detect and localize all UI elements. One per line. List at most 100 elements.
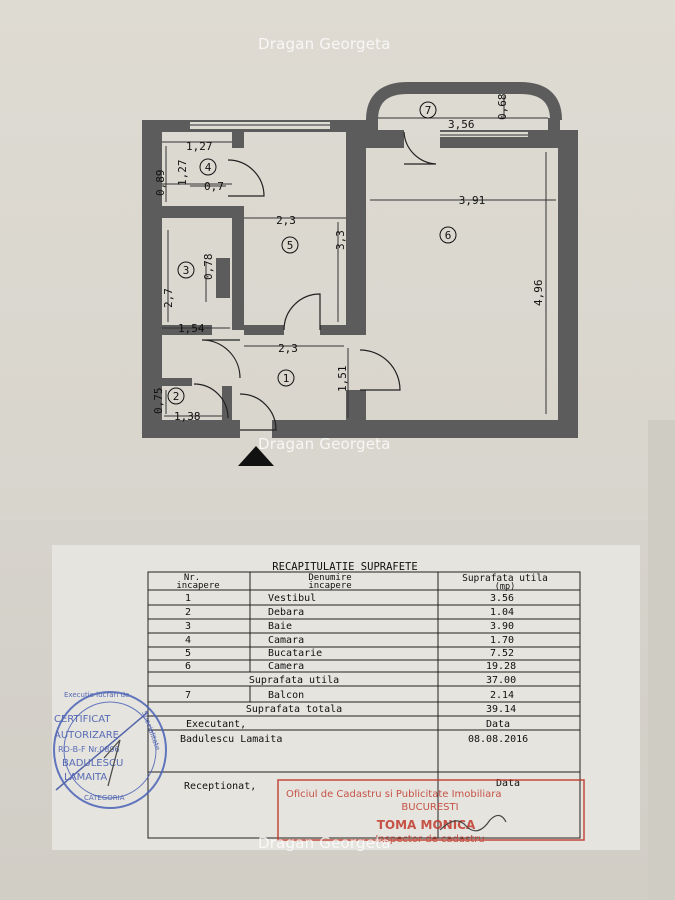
stamp-right: Oficiul de Cadastru si Publicitate Imobi…: [277, 779, 585, 845]
row-nr: 2: [185, 607, 191, 618]
stamp-left-line4: BADULESCU: [62, 758, 123, 769]
room-5-number: 5: [287, 239, 294, 252]
stamp-right-line2: BUCURESTI: [401, 802, 458, 813]
stamp-left-line6: CATEGORIA: [84, 794, 125, 802]
room-6: 6: [439, 226, 457, 244]
room-7-number: 7: [425, 104, 432, 117]
util-label: Suprafata utila: [249, 675, 339, 686]
dim-0-68: 0,68: [496, 94, 509, 121]
dim-1-27-vertical: 1,27: [176, 160, 189, 187]
watermark-top: Dragan Georgeta: [258, 35, 391, 53]
dim-2-3-hall: 2,3: [278, 342, 298, 355]
room-3-number: 3: [183, 264, 190, 277]
dim-0-7: 0,7: [204, 180, 224, 193]
room-1-number: 1: [283, 372, 290, 385]
data-label: Data: [486, 719, 510, 730]
watermark-middle: Dragan Georgeta: [258, 435, 391, 453]
row-area: 7.52: [490, 648, 514, 659]
row-name: Camera: [268, 661, 304, 672]
balcony-wall: [366, 82, 562, 121]
row-name: Bucatarie: [268, 648, 322, 659]
balcon-area: 2.14: [490, 690, 514, 701]
room-3: 3: [177, 261, 195, 279]
table-paper: [52, 545, 640, 850]
row-nr: 5: [185, 648, 191, 659]
room-5: 5: [281, 236, 299, 254]
stamp-left-arc-top: Executie lucrari de: [64, 691, 129, 699]
dim-2-7: 2,7: [162, 288, 175, 308]
stamp-right-line1: Oficiul de Cadastru si Publicitate Imobi…: [286, 789, 501, 800]
row-area: 3.90: [490, 621, 514, 632]
row-area: 1.04: [490, 607, 514, 618]
row-nr: 6: [185, 661, 191, 672]
stamp-left-line5: LAMAITA: [64, 772, 107, 783]
area-table: RECAPITULATIE SUPRAFETE Nr. incapere Den…: [147, 561, 581, 839]
row-nr: 3: [185, 621, 191, 632]
dim-1-51: 1,51: [336, 366, 349, 393]
room-4: 4: [199, 158, 217, 176]
total-label: Suprafata totala: [246, 704, 342, 715]
table-title: RECAPITULATIE SUPRAFETE: [272, 561, 417, 573]
stamp-left-line3: RO-B-F Nr.0896: [58, 745, 120, 754]
dim-0-75: 0,75: [152, 388, 165, 415]
row-area: 3.56: [490, 593, 514, 604]
window-lines: [190, 124, 528, 136]
row-name: Baie: [268, 621, 292, 632]
table-row: 6 Camera 19.28: [185, 661, 516, 672]
table-row: 2 Debara 1.04: [185, 607, 514, 618]
header-nr-sub: incapere: [176, 581, 219, 591]
stamp-left-line2: AUTORIZARE: [54, 730, 119, 741]
executant-label: Executant,: [186, 719, 246, 730]
watermark-bottom: Dragan Georgeta: [258, 834, 391, 852]
util-value: 37.00: [486, 675, 516, 686]
room-7: 7: [419, 101, 437, 119]
dim-1-27-top: 1,27: [186, 140, 213, 153]
dim-1-38: 1,38: [174, 410, 201, 423]
dimension-lines: [162, 96, 556, 418]
doors: [193, 131, 437, 431]
executant-date: 08.08.2016: [468, 734, 528, 745]
dim-2-3-kitchen: 2,3: [276, 214, 296, 227]
table-row: 5 Bucatarie 7.52: [185, 648, 514, 659]
row-nr: 4: [185, 635, 191, 646]
data-label-2: Data: [496, 778, 520, 789]
table-grid: [147, 571, 581, 839]
table-row: 4 Camara 1.70: [185, 635, 514, 646]
executant-name: Badulescu Lamaita: [180, 734, 282, 745]
header-area: Suprafata utila: [462, 573, 548, 584]
header-name-sub: incapere: [308, 581, 351, 591]
stamp-right-line3: TOMA MONICA: [377, 818, 476, 832]
floor-plan: 1 2 3 4 5 6 7: [142, 82, 578, 466]
room-4-number: 4: [205, 161, 212, 174]
table-row: 3 Baie 3.90: [185, 621, 514, 632]
total-value: 39.14: [486, 704, 516, 715]
table-rows: 1 Vestibul 3.56 2 Debara 1.04 3 Baie 3.9…: [185, 593, 516, 672]
dimension-labels: 1,27 1,27 0,89 0,7 2,3 3,3 0,78 2,7 1,54…: [152, 94, 545, 424]
dim-3-3: 3,3: [334, 230, 347, 250]
dim-0-78: 0,78: [202, 254, 215, 281]
dim-3-91: 3,91: [459, 194, 486, 207]
dim-0-89: 0,89: [154, 170, 167, 197]
stamp-left: Executie lucrari de Specialitate CERTIFI…: [53, 691, 167, 809]
header-nr: Nr.: [184, 573, 200, 583]
background-edge: [648, 420, 675, 900]
room-1: 1: [277, 369, 295, 387]
room-2-number: 2: [173, 390, 180, 403]
table-row: 1 Vestibul 3.56: [185, 593, 514, 604]
balcon-name: Balcon: [268, 690, 304, 701]
stamp-left-line1: CERTIFICAT: [54, 714, 111, 725]
row-name: Debara: [268, 607, 304, 618]
dim-4-96: 4,96: [532, 280, 545, 307]
dim-3-56: 3,56: [448, 118, 475, 131]
room-2: 2: [167, 387, 185, 405]
balcon-nr: 7: [185, 690, 191, 701]
header-name: Denumire: [308, 573, 351, 583]
room-numbers: 1 2 3 4 5 6 7: [167, 101, 457, 405]
row-name: Vestibul: [268, 593, 316, 604]
room-6-number: 6: [445, 229, 452, 242]
row-area: 19.28: [486, 661, 516, 672]
row-area: 1.70: [490, 635, 514, 646]
stamp-right-line4: Inspector de cadastru: [375, 834, 484, 845]
entrance-arrow-icon: [238, 446, 274, 466]
